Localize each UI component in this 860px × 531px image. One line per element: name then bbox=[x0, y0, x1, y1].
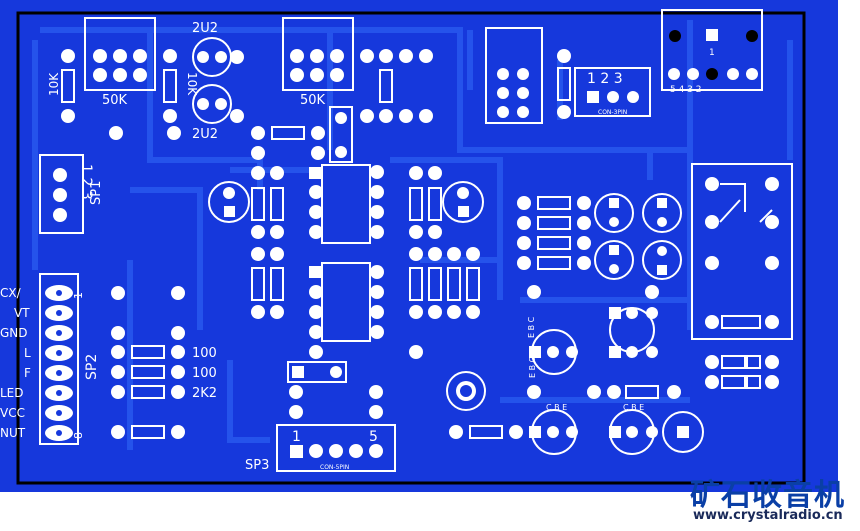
pcb-board bbox=[0, 0, 838, 492]
relay-right bbox=[691, 163, 793, 340]
misc-pads-right bbox=[449, 285, 681, 439]
cap-small-vertical bbox=[329, 106, 353, 163]
transistors bbox=[529, 307, 704, 455]
svg-text:L: L bbox=[24, 346, 31, 360]
con-3pin-top-footprint: CON-3PIN bbox=[598, 109, 627, 116]
r-10k-left bbox=[61, 49, 75, 123]
pot-50k-right-label: 50K bbox=[300, 93, 326, 108]
ic-lower bbox=[309, 262, 384, 342]
cap-electrolytic-mid bbox=[442, 181, 484, 223]
svg-text:LED: LED bbox=[0, 386, 24, 400]
pot-50k-right bbox=[282, 17, 354, 91]
sp3-label: SP3 bbox=[245, 458, 269, 473]
relay-socket bbox=[661, 9, 763, 91]
con-3pin-top bbox=[574, 67, 651, 117]
sp3-pin1-label: 1 bbox=[292, 429, 301, 445]
r-10k-mid-label: 10K bbox=[185, 72, 199, 96]
cap-electrolytic-right-group bbox=[594, 193, 682, 280]
pot-50k-left bbox=[84, 17, 156, 91]
svg-text:VT: VT bbox=[14, 306, 30, 320]
cap-small-horizontal bbox=[287, 361, 347, 383]
watermark-url: www.crystalradio.cn bbox=[693, 508, 843, 523]
sp3-pads bbox=[290, 444, 383, 458]
cap-2u2-bottom-label: 2U2 bbox=[192, 127, 218, 142]
sp1-pads bbox=[53, 168, 67, 222]
sp3-footprint-label: CON-5PIN bbox=[320, 464, 349, 471]
r-2k2-label: 2K2 bbox=[192, 386, 217, 401]
resistors-ic-right bbox=[409, 187, 480, 301]
r-horizontal-top bbox=[109, 126, 325, 160]
r-10k-left-label: 10K bbox=[47, 72, 61, 96]
cap-electrolytic-left bbox=[208, 181, 250, 223]
transistor-pins-ebc-2: E B C bbox=[528, 356, 537, 378]
watermark-title: 矿石收音机 bbox=[690, 478, 845, 513]
svg-text:F: F bbox=[24, 366, 31, 380]
board-outline bbox=[16, 11, 806, 485]
svg-text:GND: GND bbox=[0, 326, 28, 340]
con-3pin-top-numbers: 1 2 3 bbox=[587, 71, 623, 87]
edge-labels: CX/ VT GND L F LED VCC NUT bbox=[0, 286, 31, 440]
cap-2u2-top bbox=[192, 37, 244, 77]
r-100-b-label: 100 bbox=[192, 366, 217, 381]
sp2-resistors bbox=[111, 286, 185, 439]
sp1-label: SP1 bbox=[89, 181, 104, 205]
resistors-top-right bbox=[360, 49, 433, 123]
relay-pin-1: 1 bbox=[709, 48, 715, 58]
sp2-pin-8: 8 bbox=[72, 432, 85, 439]
sp2-label: SP2 bbox=[84, 354, 100, 380]
cap-2u2-top-label: 2U2 bbox=[192, 21, 218, 36]
r-vertical-top-conn bbox=[557, 49, 571, 119]
sp3-connector bbox=[276, 424, 396, 472]
sp3-pin5-label: 5 bbox=[369, 429, 378, 445]
transistor-pins-ebc-1: E B C bbox=[527, 316, 536, 338]
svg-text:VCC: VCC bbox=[0, 406, 25, 420]
top-dip-block bbox=[485, 27, 543, 124]
resistors-mid-right bbox=[517, 196, 591, 270]
ic-upper bbox=[309, 164, 384, 244]
diodes bbox=[705, 355, 779, 389]
svg-text:NUT: NUT bbox=[0, 426, 26, 440]
sp1-pin-numbers: 1 2 3 bbox=[78, 164, 94, 200]
r-100-a-label: 100 bbox=[192, 346, 217, 361]
sp1-header bbox=[39, 154, 84, 234]
transistor-pins-cbe-2: C B E bbox=[623, 403, 644, 412]
svg-text:CX/: CX/ bbox=[0, 286, 22, 300]
cap-2u2-bottom bbox=[192, 84, 244, 124]
sp2-header bbox=[39, 273, 79, 445]
r-10k-mid bbox=[163, 49, 177, 123]
transistor-pins-cbe-1: C B E bbox=[546, 403, 567, 412]
led bbox=[446, 371, 486, 411]
sp2-pin-1: 1 bbox=[72, 292, 85, 299]
copper-traces bbox=[32, 20, 793, 450]
resistors-ic-left bbox=[251, 187, 284, 301]
pot-50k-left-label: 50K bbox=[102, 93, 128, 108]
relay-pin-row: 5 4 3 2 bbox=[670, 85, 702, 95]
